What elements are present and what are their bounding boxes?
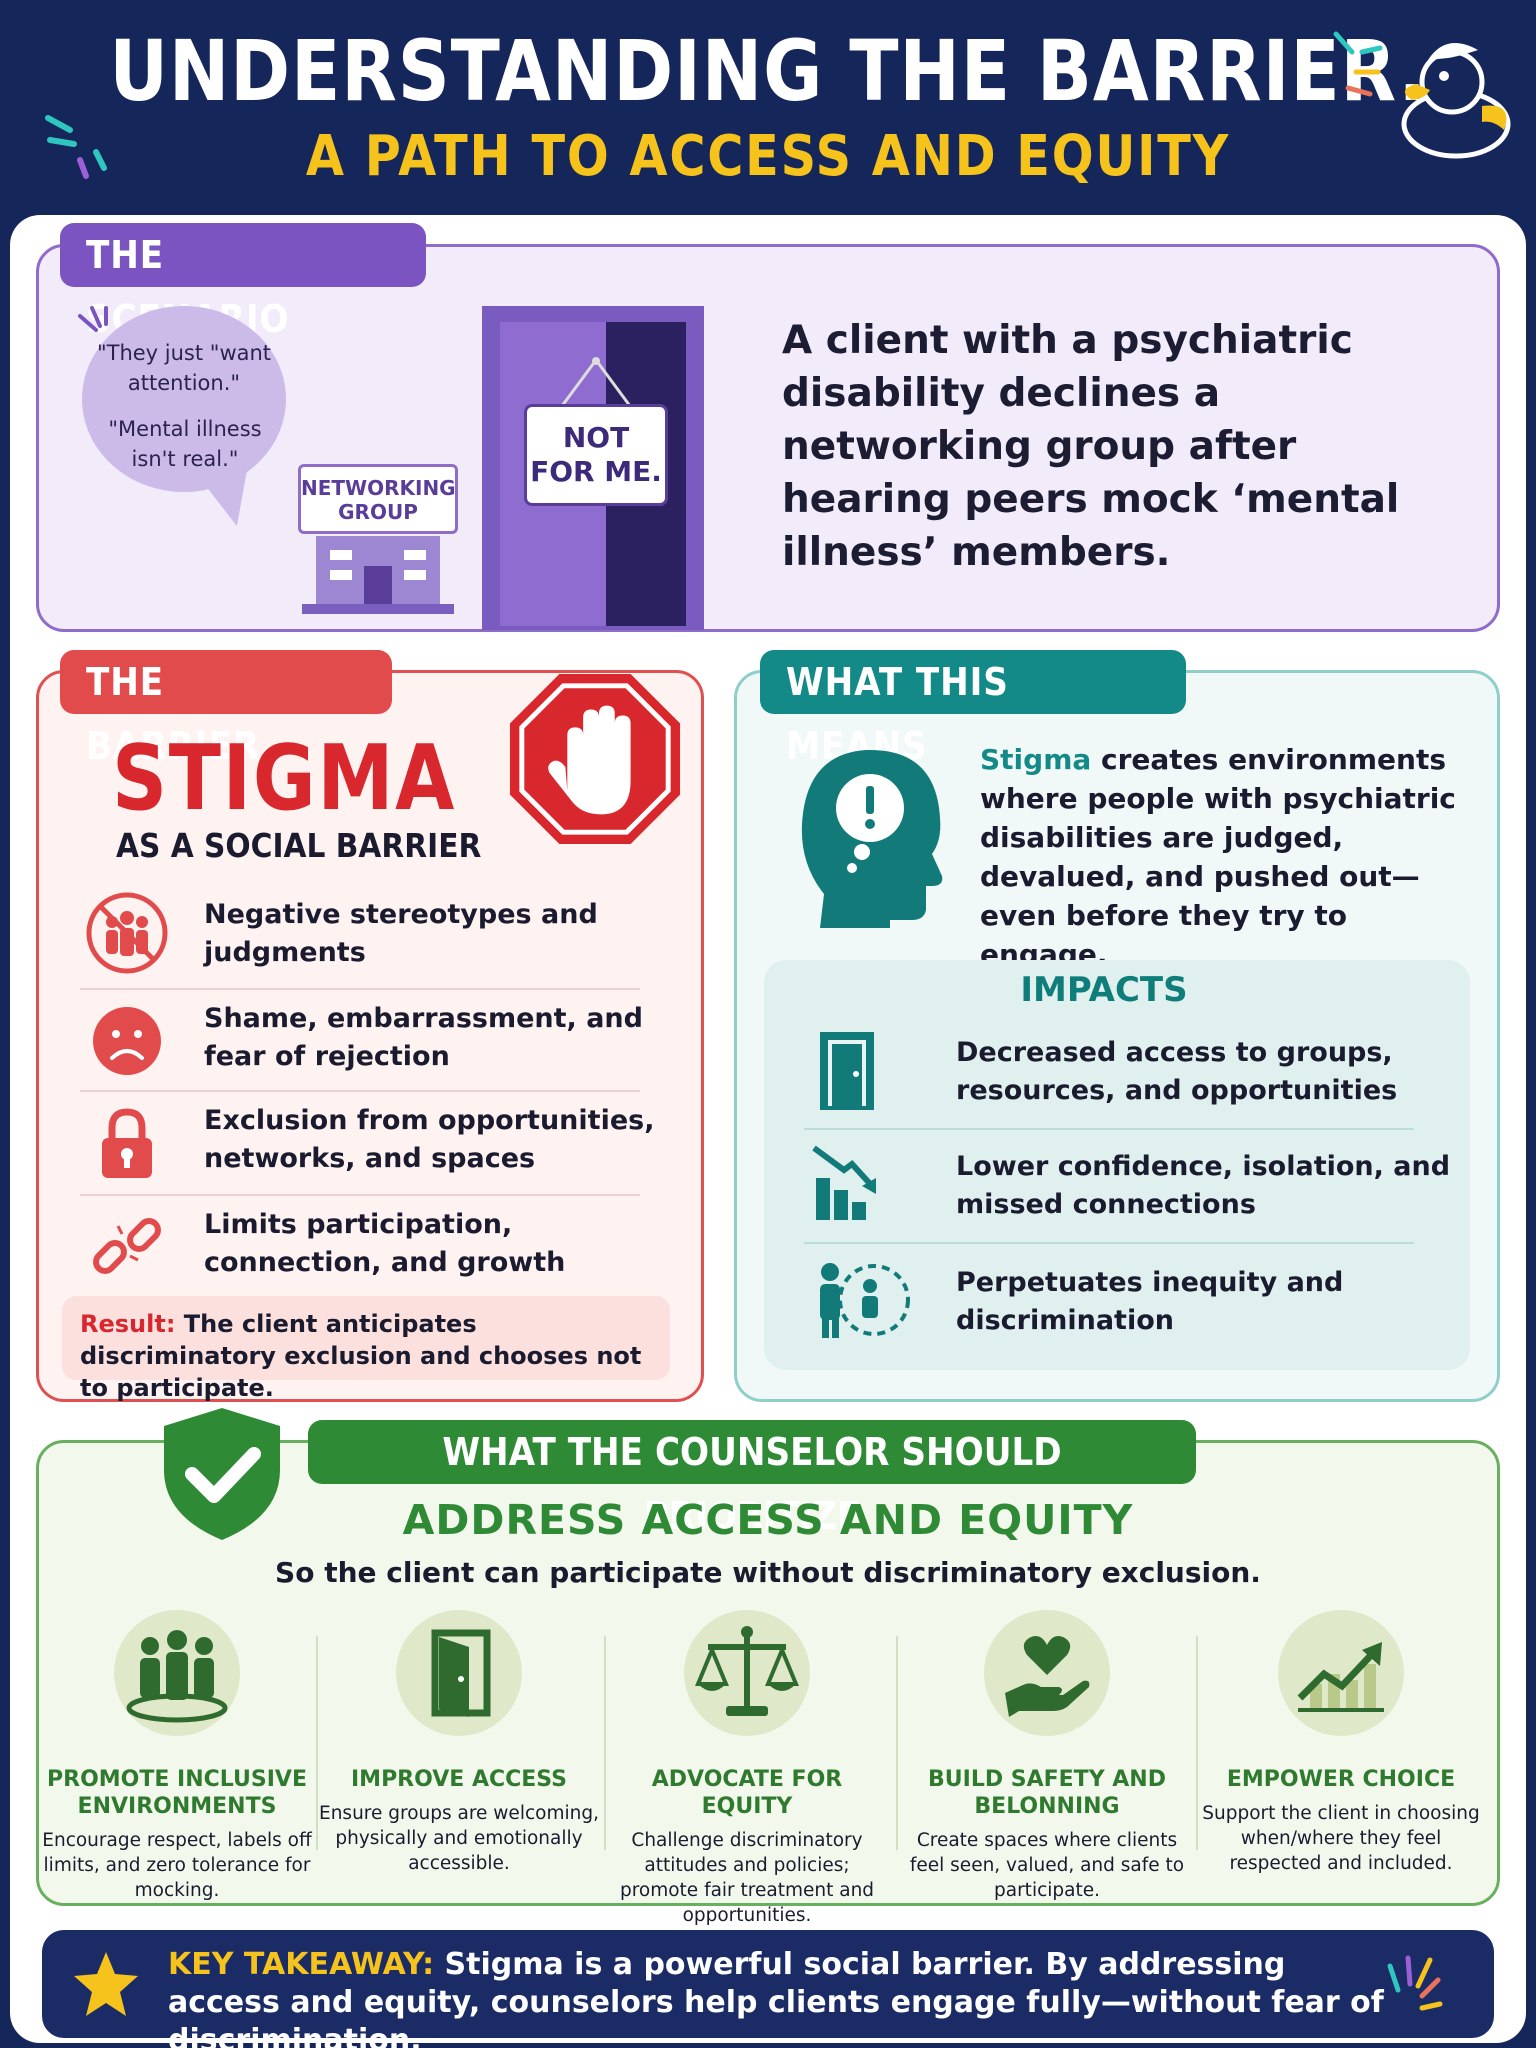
sparkle-icon xyxy=(45,115,107,179)
page-title: UNDERSTANDING THE BARRIER. xyxy=(109,22,1427,120)
address-subheading: So the client can participate without di… xyxy=(275,1556,1261,1589)
star-icon xyxy=(74,1952,138,2016)
declining-chart-icon xyxy=(812,1145,876,1220)
key-takeaway-text: KEY TAKEAWAY: Stigma is a powerful socia… xyxy=(168,1946,1388,2048)
stigma-subheadline: AS A SOCIAL BARRIER xyxy=(116,826,482,865)
quote-attention: "They just "want attention." xyxy=(96,341,272,395)
page-subtitle: A PATH TO ACCESS AND EQUITY xyxy=(305,124,1231,189)
impacts-title: IMPACTS xyxy=(1020,970,1188,1010)
column-empower-choice: EMPOWER CHOICE Support the client in cho… xyxy=(1198,1610,1484,1876)
divider xyxy=(896,1636,898,1850)
inequity-icon xyxy=(820,1263,910,1338)
address-heading: ADDRESS ACCESS AND EQUITY xyxy=(402,1496,1134,1544)
barrier-tag: THE BARRIER xyxy=(60,650,392,768)
building-icon xyxy=(316,536,440,608)
counselor-tag: WHAT THE COUNSELOR SHOULD PRIORITIZE xyxy=(308,1420,1196,1538)
sign-string-icon xyxy=(560,357,632,407)
column-description: Challenge discriminatory attitudes and p… xyxy=(619,1830,875,1926)
column-description: Ensure groups are welcoming, physically … xyxy=(319,1803,599,1874)
speech-bubble xyxy=(82,306,286,492)
impact-confidence: Lower confidence, isolation, and missed … xyxy=(956,1151,1451,1220)
divider xyxy=(604,1636,606,1850)
scenario-description: A client with a psychiatric disability d… xyxy=(782,318,1400,575)
barrier-item-shame: Shame, embarrassment, and fear of reject… xyxy=(204,1003,643,1072)
sparkle-icon xyxy=(1387,1955,1443,2011)
key-takeaway-label: KEY TAKEAWAY: xyxy=(168,1947,435,1982)
barrier-item-stereotypes: Negative stereotypes and judgments xyxy=(204,899,598,968)
sad-face-icon xyxy=(93,1007,161,1075)
column-build-safety: BUILD SAFETY AND BELONNING Create spaces… xyxy=(904,1610,1190,1903)
not-for-me-sign: NOT FOR ME. xyxy=(524,404,668,506)
duck-logo-icon xyxy=(1401,42,1511,159)
column-title: BUILD SAFETY AND BELONNING xyxy=(928,1767,1166,1819)
barrier-item-limits: Limits participation, connection, and gr… xyxy=(204,1209,566,1278)
broken-link-icon xyxy=(93,1218,161,1274)
shield-check-icon xyxy=(164,1408,280,1540)
divider xyxy=(1196,1636,1198,1850)
means-description: Stigma creates environments where people… xyxy=(980,740,1480,974)
quote-mental-illness: "Mental illness isn't real." xyxy=(108,417,262,471)
divider xyxy=(804,1242,1414,1244)
burst-icon xyxy=(78,306,108,332)
result-box: Result: The client anticipates discrimin… xyxy=(62,1296,670,1402)
divider xyxy=(80,1090,640,1092)
result-text: The client anticipates discriminatory ex… xyxy=(80,1310,642,1402)
means-text: creates environments where people with p… xyxy=(980,743,1456,971)
impacts-panel xyxy=(764,960,1470,1370)
divider xyxy=(80,988,640,990)
key-takeaway-banner xyxy=(42,1930,1494,2038)
column-title: EMPOWER CHOICE xyxy=(1226,1767,1456,1792)
sparkle-icon xyxy=(1333,31,1383,97)
column-title: IMPROVE ACCESS xyxy=(350,1767,567,1792)
stop-hand-icon xyxy=(509,673,681,845)
door-icon xyxy=(820,1032,874,1110)
barrier-item-exclusion: Exclusion from opportunities, networks, … xyxy=(204,1105,655,1174)
column-advocate-equity: ADVOCATE FOR EQUITY Challenge discrimina… xyxy=(604,1610,890,1928)
impact-inequity: Perpetuates inequity and discrimination xyxy=(956,1267,1344,1336)
result-label: Result: xyxy=(80,1310,176,1338)
column-description: Encourage respect, labels off limits, an… xyxy=(42,1830,312,1901)
building-base xyxy=(302,604,454,614)
divider xyxy=(80,1194,640,1196)
networking-group-sign: NETWORKING GROUP xyxy=(298,464,458,534)
inclusive-group-icon xyxy=(114,1610,240,1736)
divider xyxy=(804,1128,1414,1130)
what-this-means-tag: WHAT THIS MEANS xyxy=(760,650,1186,768)
key-takeaway-body: Stigma is a powerful social barrier. By … xyxy=(168,1947,1384,2048)
no-group-icon xyxy=(86,892,168,974)
head-thinking-icon xyxy=(801,749,943,928)
stigma-headline: STIGMA xyxy=(112,726,457,831)
scales-icon xyxy=(684,1610,810,1736)
lock-icon xyxy=(102,1108,152,1178)
column-description: Create spaces where clients feel seen, v… xyxy=(909,1830,1185,1901)
scenario-section xyxy=(36,244,1500,632)
growth-chart-icon xyxy=(1278,1610,1404,1736)
open-door-icon xyxy=(396,1610,522,1736)
heart-hand-icon xyxy=(984,1610,1110,1736)
column-promote-inclusive: PROMOTE INCLUSIVE ENVIRONMENTS Encourage… xyxy=(34,1610,320,1903)
column-improve-access: IMPROVE ACCESS Ensure groups are welcomi… xyxy=(316,1610,602,1876)
divider xyxy=(316,1636,318,1850)
means-highlight: Stigma xyxy=(980,743,1092,776)
impact-access: Decreased access to groups, resources, a… xyxy=(956,1037,1398,1106)
column-description: Support the client in choosing when/wher… xyxy=(1202,1803,1480,1874)
column-title: ADVOCATE FOR EQUITY xyxy=(651,1767,843,1819)
column-title: PROMOTE INCLUSIVE ENVIRONMENTS xyxy=(47,1767,307,1819)
scenario-tag: THE SCENARIO xyxy=(60,223,426,341)
